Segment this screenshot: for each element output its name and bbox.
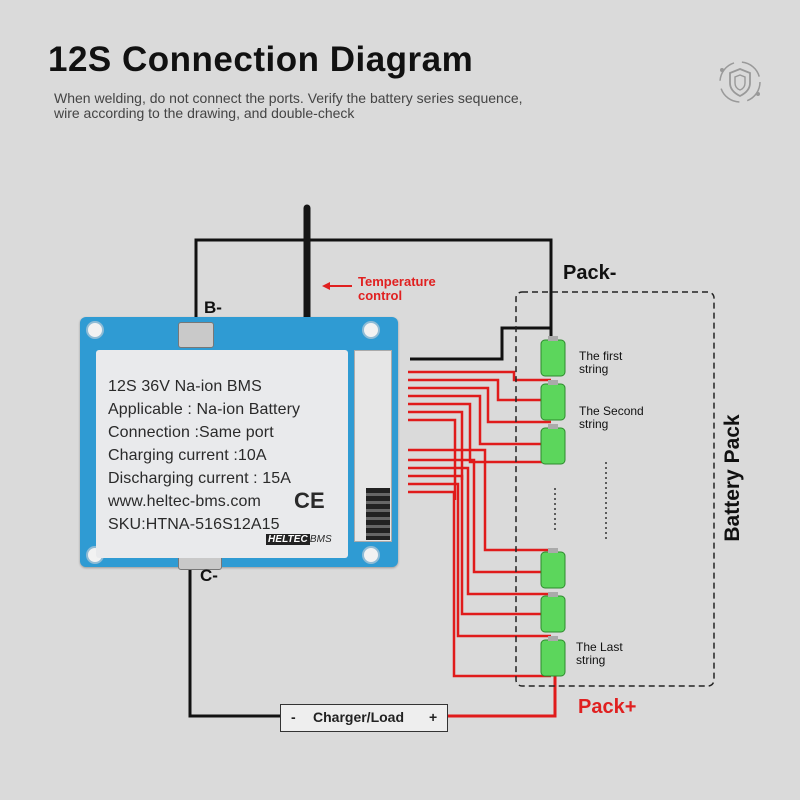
pack-minus-label: Pack-: [563, 262, 617, 284]
battery-cell: [540, 424, 566, 465]
mounting-hole: [362, 321, 380, 339]
c-minus-wire: [188, 562, 280, 718]
temperature-label-line-2: control: [358, 288, 403, 303]
shield-badge-icon: [719, 61, 761, 103]
charger-load-label: Charger/Load: [313, 709, 405, 725]
battery-pack-label: Battery Pack: [721, 414, 744, 542]
subtitle-line-1: When welding, do not connect the ports. …: [54, 90, 523, 106]
pack-plus-wire: [446, 676, 557, 718]
ce-mark: CE: [294, 488, 325, 513]
charger-minus: -: [291, 709, 296, 725]
bms-discharging-current: Discharging current : 15A: [108, 470, 292, 487]
temperature-label-line-1: Temperature: [358, 274, 436, 289]
last-string-line-2: string: [576, 653, 606, 667]
subtitle-line-2: wire according to the drawing, and doubl…: [54, 105, 355, 121]
bms-charging-current: Charging current :10A: [108, 447, 267, 464]
pack-plus-label: Pack+: [578, 696, 637, 718]
mounting-hole: [86, 321, 104, 339]
charger-load-box: - Charger/Load +: [280, 704, 448, 732]
bms-label-sticker: 12S 36V Na-ion BMS Applicable : Na-ion B…: [96, 350, 348, 558]
battery-cell: [540, 548, 566, 589]
battery-cell: [540, 636, 566, 677]
bms-applicable: Applicable : Na-ion Battery: [108, 401, 301, 418]
battery-cells: [540, 336, 566, 677]
brand-suffix: BMS: [309, 534, 332, 545]
second-string-line-2: string: [579, 417, 609, 431]
bms-sku: SKU:HTNA-516S12A15: [108, 516, 280, 533]
first-string-label: The first string: [579, 350, 622, 376]
charger-plus: +: [429, 709, 438, 725]
battery-pack-frame: [515, 291, 715, 687]
second-string-line-1: The Second: [579, 404, 644, 418]
balance-wires: [408, 370, 551, 678]
brand-name: HELTEC: [266, 534, 310, 545]
mounting-hole: [362, 546, 380, 564]
first-string-line-1: The first: [579, 349, 623, 363]
bms-connection: Connection :Same port: [108, 424, 274, 441]
c-minus-label: C-: [200, 566, 218, 585]
last-string-label: The Last string: [576, 641, 623, 667]
connector-pins: [366, 488, 390, 540]
bms-model: 12S 36V Na-ion BMS: [108, 378, 262, 395]
b-minus-pad: [178, 322, 214, 348]
b-minus-label: B-: [204, 298, 222, 317]
battery-cell: [540, 592, 566, 633]
last-string-line-1: The Last: [576, 640, 623, 654]
page-title: 12S Connection Diagram: [48, 40, 474, 79]
battery-cell: [540, 336, 566, 377]
battery-cell: [540, 380, 566, 421]
second-string-label: The Second string: [579, 405, 644, 431]
bms-website: www.heltec-bms.com: [108, 493, 261, 510]
temperature-control-label: Temperature control: [358, 275, 436, 303]
first-string-line-2: string: [579, 362, 609, 376]
